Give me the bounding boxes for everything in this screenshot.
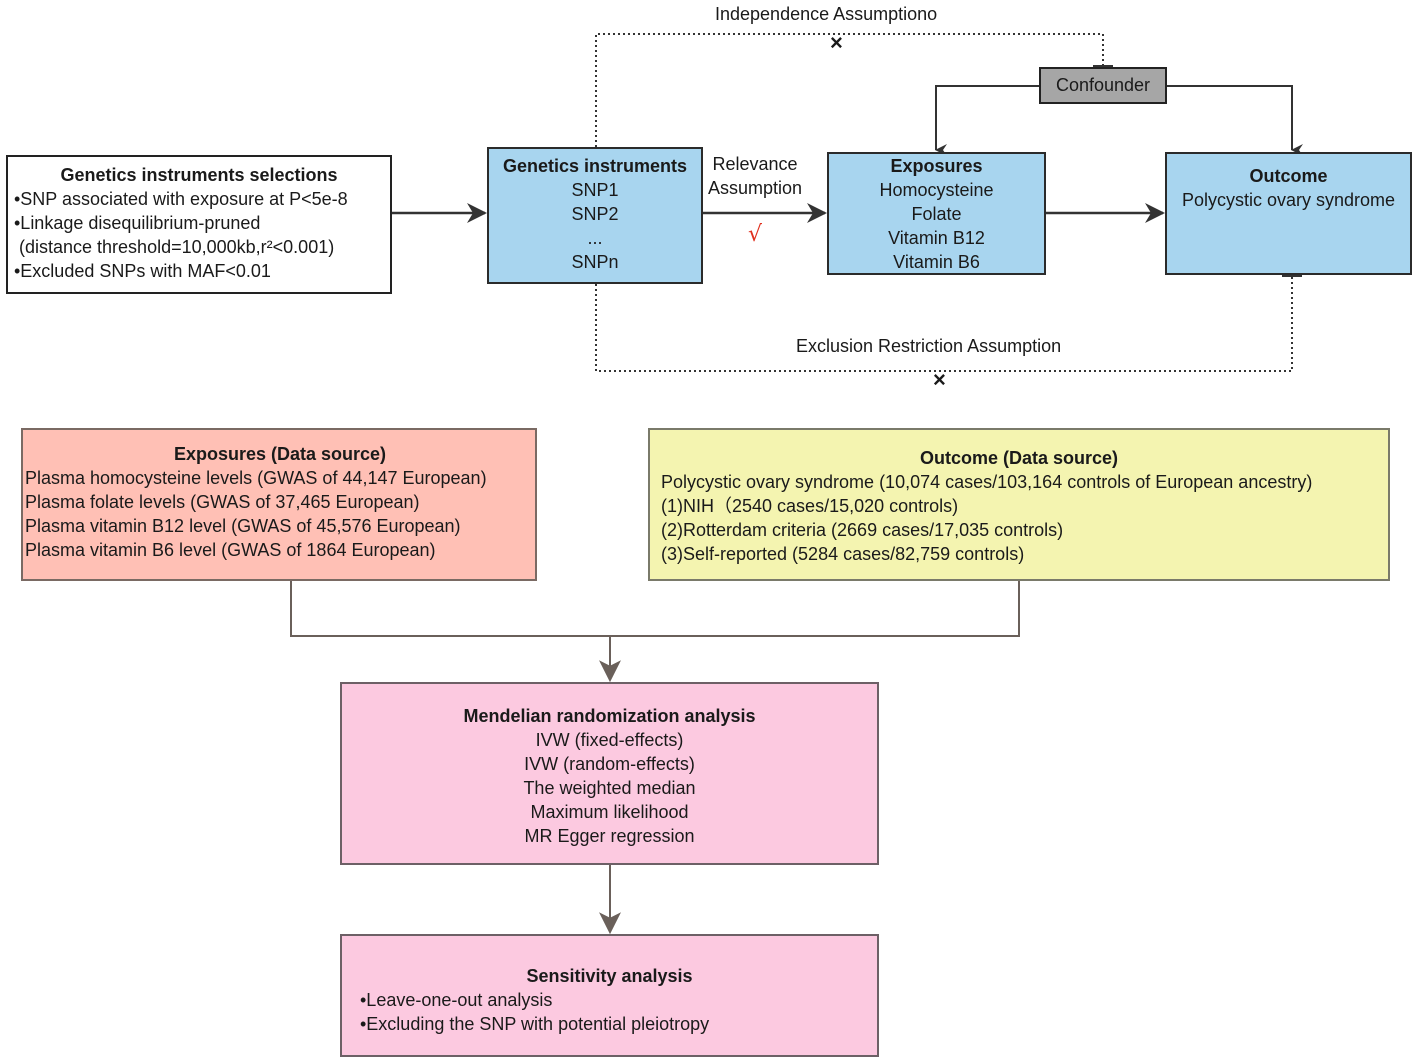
mr-analysis-box: Mendelian randomization analysis IVW (fi… — [340, 682, 879, 865]
arrow-confounder-to-exposures — [935, 85, 1039, 156]
outcome-source-item: (3)Self-reported (5284 cases/82,759 cont… — [661, 544, 1025, 564]
exposure-item: Folate — [911, 204, 962, 224]
instrument-selection-box: Genetics instruments selections •SNP ass… — [6, 155, 392, 294]
sensitivity-analysis-title: Sensitivity analysis — [526, 966, 693, 986]
selection-criterion: •SNP associated with exposure at P<5e-8 — [14, 189, 348, 209]
snp-item: SNP1 — [571, 180, 619, 200]
relevance-check-mark: √ — [748, 222, 763, 247]
outcome-data-source-title: Outcome (Data source) — [919, 448, 1119, 468]
outcome-source-item: (2)Rotterdam criteria (2669 cases/17,035… — [661, 520, 1064, 540]
exposure-data-source-box: Exposures (Data source) Plasma homocyste… — [21, 428, 537, 581]
mr-method: IVW (fixed-effects) — [535, 730, 684, 750]
sensitivity-analysis-box: Sensitivity analysis •Leave-one-out anal… — [340, 934, 879, 1057]
exclusion-dotted-path — [595, 276, 1293, 372]
outcome-source-item: (1)NIH（2540 cases/15,020 controls) — [661, 496, 959, 516]
exposure-source-item: Plasma folate levels (GWAS of 37,465 Eur… — [25, 492, 420, 512]
independence-dotted-path — [595, 33, 1104, 147]
exclusion-restriction-label: Exclusion Restriction Assumption — [796, 336, 1062, 356]
confounder-box: Confounder — [1039, 67, 1167, 104]
connector-outcome-source — [610, 581, 1020, 637]
snp-item: SNP2 — [571, 204, 619, 224]
relevance-assumption-label: Relevance Assumption — [708, 154, 803, 198]
selection-criterion: •Excluded SNPs with MAF<0.01 — [14, 261, 271, 281]
selection-criterion: (distance threshold=10,000kb,r²<0.001) — [14, 237, 335, 257]
mr-method: MR Egger regression — [524, 826, 695, 846]
exposures-box: Exposures Homocysteine Folate Vitamin B1… — [827, 152, 1046, 275]
outcome-source-item: Polycystic ovary syndrome (10,074 cases/… — [661, 472, 1313, 492]
snp-item: SNPn — [571, 252, 619, 272]
genetic-instruments-box: Genetics instruments SNP1 SNP2 ... SNPn — [487, 147, 703, 284]
exposures-title: Exposures — [890, 156, 983, 176]
outcome-box: Outcome Polycystic ovary syndrome — [1165, 152, 1412, 275]
independence-violation-mark: × — [830, 30, 843, 55]
arrow-confounder-to-outcome — [1167, 85, 1303, 156]
outcome-item: Polycystic ovary syndrome — [1181, 190, 1396, 210]
outcome-data-source-box: Outcome (Data source) Polycystic ovary s… — [648, 428, 1390, 581]
outcome-title: Outcome — [1249, 166, 1328, 186]
exposure-source-item: Plasma vitamin B6 level (GWAS of 1864 Eu… — [25, 540, 436, 560]
independence-assumption-label: Independence Assumptiono — [715, 4, 938, 24]
mr-method: The weighted median — [523, 778, 696, 798]
sensitivity-method: •Leave-one-out analysis — [360, 990, 553, 1010]
exposure-item: Vitamin B12 — [888, 228, 985, 248]
mr-method: IVW (random-effects) — [524, 754, 695, 774]
mr-analysis-title: Mendelian randomization analysis — [463, 706, 756, 726]
exclusion-violation-mark: × — [933, 367, 946, 392]
exposure-item: Vitamin B6 — [893, 252, 980, 272]
exposure-source-item: Plasma homocysteine levels (GWAS of 44,1… — [25, 468, 487, 488]
mr-method: Maximum likelihood — [530, 802, 689, 822]
genetic-instruments-title: Genetics instruments — [502, 156, 688, 176]
snp-item: ... — [587, 228, 603, 248]
connector-exposure-source — [290, 581, 610, 637]
exposure-data-source-title: Exposures (Data source) — [173, 444, 387, 464]
exposure-item: Homocysteine — [879, 180, 994, 200]
instrument-selection-title: Genetics instruments selections — [60, 165, 338, 185]
exposure-source-item: Plasma vitamin B12 level (GWAS of 45,576… — [25, 516, 461, 536]
sensitivity-method: •Excluding the SNP with potential pleiot… — [360, 1014, 710, 1034]
selection-criterion: •Linkage disequilibrium-pruned — [14, 213, 261, 233]
